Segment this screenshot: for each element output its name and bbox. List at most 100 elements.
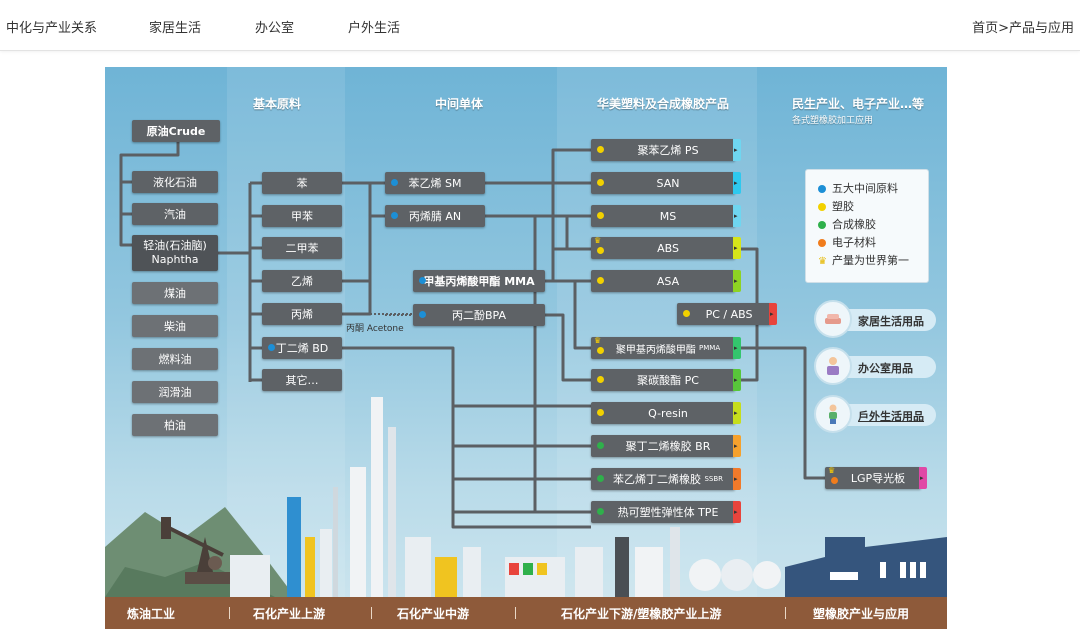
node-kerosene: 煤油 [132,282,218,304]
app-office[interactable]: 办公室用品 [814,347,936,385]
app-outdoor[interactable]: 戶外生活用品 [814,395,936,433]
plastic-dot-icon [597,409,604,416]
product-ssbr[interactable]: 苯乙烯丁二烯橡胶 SSBR [591,468,741,490]
legend-item-rubber: 合成橡胶 [818,216,876,232]
legend-item-plastic: 塑胶 [818,198,854,214]
blue-dot-icon [818,185,826,193]
crown-icon: ♛ [828,466,836,475]
legend-label: 电子材料 [832,236,876,249]
product-ps[interactable]: 聚苯乙烯 PS [591,139,741,161]
nav-link-office[interactable]: 办公室 [255,21,295,36]
rubber-dot-icon [597,508,604,515]
product-pc-abs[interactable]: PC / ABS [677,303,777,325]
column-header-intermediate: 中间单体 [435,97,484,111]
product-pc-label: 聚碳酸酯 PC [637,374,699,387]
product-lgp-label: LGP导光板 [850,472,906,485]
nav-link-home-living[interactable]: 家居生活 [149,21,202,36]
industry-stage-bar: 炼油工业 石化产业上游 石化产业中游 石化产业下游/塑橡胶产业上游 塑橡胶产业与… [105,597,947,629]
app-outdoor-label: 戶外生活用品 [858,410,924,423]
stage-separator [515,607,516,619]
product-asa-arrow-icon [733,270,741,292]
product-san-label: SAN [656,176,680,190]
product-ms-arrow-icon [733,205,741,227]
node-butadiene: 丁二烯 BD [262,337,342,359]
legend-label: 塑胶 [832,200,854,213]
node-mma-label: 甲基丙烯酸甲酯 MMA [423,275,535,288]
stage-separator [785,607,786,619]
plastic-dot-icon [597,277,604,284]
product-lgp-arrow-icon [919,467,927,489]
node-butadiene-label: 丁二烯 BD [275,342,329,355]
product-ms-label: MS [659,209,677,223]
node-others: 其它… [262,369,342,391]
product-q-resin[interactable]: Q-resin [591,402,741,424]
plastic-dot-icon [597,146,604,153]
product-abs-label: ABS [657,241,679,255]
column-header-applications: 民生产业、电子产业…等 [792,97,925,111]
orange-dot-icon [818,239,826,247]
node-xylene: 二甲苯 [262,237,342,259]
intermediate-dot-icon [391,212,398,219]
legend-item-electronic: 电子材料 [818,234,876,250]
legend-label: 产量为世界第一 [831,254,909,267]
node-benzene: 苯 [262,172,342,194]
column-header-products: 华美塑料及合成橡胶产品 [597,97,730,111]
breadcrumb-current: 产品与应用 [1008,21,1074,36]
product-ps-label: 聚苯乙烯 PS [637,144,699,157]
product-lgp[interactable]: ♛ LGP导光板 [825,466,927,489]
product-tpe[interactable]: 热可塑性弹性体 TPE [591,501,741,523]
intermediate-dot-icon [268,344,275,351]
node-diesel: 柴油 [132,315,218,337]
node-gasoline: 汽油 [132,203,218,225]
product-tpe-arrow-icon [733,501,741,523]
product-q-resin-label: Q-resin [648,406,688,420]
product-ssbr-suffix: SSBR [704,475,724,483]
product-pmma[interactable]: ♛ 聚甲基丙烯酸甲酯 PMMA [591,336,741,359]
stage-application: 塑橡胶产业与应用 [813,607,910,621]
node-acrylonitrile: 丙烯腈 AN [385,205,485,227]
product-pc-abs-arrow-icon [769,303,777,325]
node-crude-oil: 原油Crude [132,120,220,142]
legend-item-world-first: ♛产量为世界第一 [818,252,909,268]
label-acetone: 丙酮 Acetone [346,324,404,334]
node-styrene-monomer-label: 苯乙烯 SM [408,177,462,190]
node-styrene-monomer: 苯乙烯 SM [385,172,485,194]
product-br-arrow-icon [733,435,741,457]
node-bpa: 丙二酚BPA [413,304,545,326]
column-header-raw: 基本原料 [253,97,302,111]
product-san[interactable]: SAN [591,172,741,194]
product-asa[interactable]: ASA [591,270,741,292]
product-san-arrow-icon [733,172,741,194]
product-pc-arrow-icon [733,369,741,391]
node-acrylonitrile-label: 丙烯腈 AN [408,210,462,223]
product-pc[interactable]: 聚碳酸酯 PC [591,369,741,391]
product-abs[interactable]: ♛ ABS [591,236,741,259]
stage-separator [371,607,372,619]
node-mma: 甲基丙烯酸甲酯 MMA [413,270,545,292]
industrial-skyline-illustration [105,397,947,597]
outdoor-person-icon [814,395,852,433]
rubber-dot-icon [597,442,604,449]
yellow-dot-icon [818,203,826,211]
sofa-icon [814,300,852,338]
stage-upstream: 石化产业上游 [253,607,326,621]
legend-label: 合成橡胶 [832,218,876,231]
product-br[interactable]: 聚丁二烯橡胶 BR [591,435,741,457]
product-asa-label: ASA [656,274,680,288]
node-naphtha-en: Naphtha [151,253,199,266]
nav-link-outdoor[interactable]: 户外生活 [348,21,401,36]
product-q-resin-arrow-icon [733,402,741,424]
column-subheader-applications: 各式塑橡胶加工应用 [792,116,874,126]
app-home-living[interactable]: 家居生活用品 [814,300,936,338]
electronic-dot-icon [831,477,838,485]
crown-icon: ♛ [594,236,602,245]
node-toluene: 甲苯 [262,205,342,227]
product-ms[interactable]: MS [591,205,741,227]
crown-icon: ♛ [594,336,602,345]
breadcrumb-home-link[interactable]: 首页 [972,21,999,36]
nav-link-relationship[interactable]: 中化与产业关系 [6,21,98,36]
top-navigation-bar: 中化与产业关系 家居生活 办公室 户外生活 首页>产品与应用 [0,0,1080,51]
intermediate-dot-icon [391,179,398,186]
node-lpg: 液化石油 [132,171,218,193]
product-pmma-arrow-icon [733,337,741,359]
